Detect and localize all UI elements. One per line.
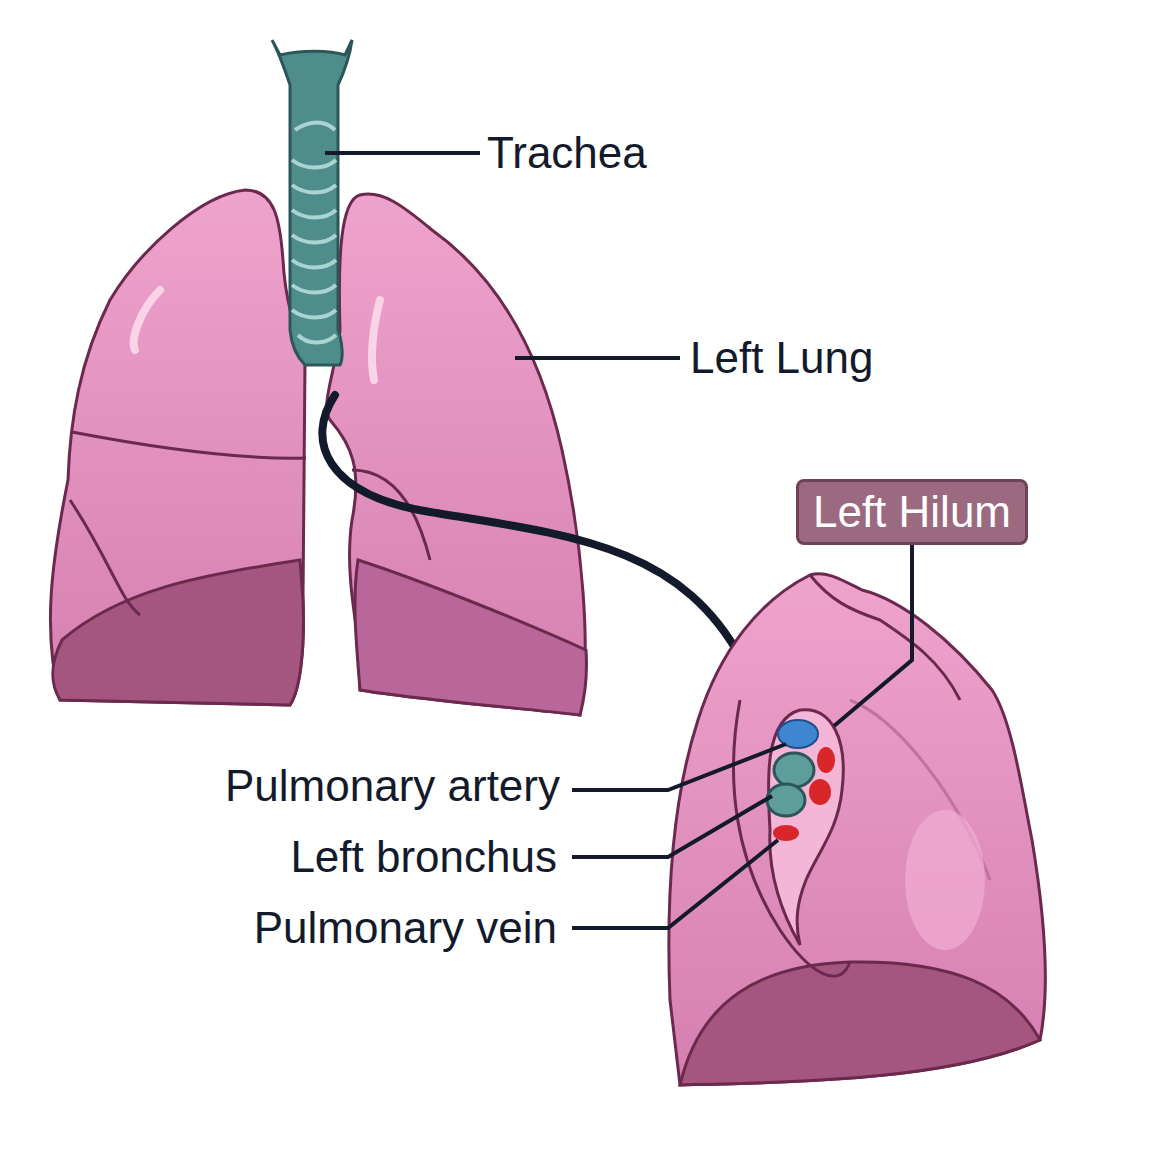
- zoom-arrow: [322, 395, 770, 702]
- right-lung: [50, 190, 306, 705]
- part-label: Pulmonary artery: [225, 762, 560, 810]
- tag-text: Left Hilum: [813, 488, 1011, 536]
- left-lung: [327, 194, 587, 715]
- zoomed-left-lung: [669, 574, 1046, 1085]
- trachea: [272, 40, 352, 365]
- part-label: Pulmonary vein: [254, 904, 557, 952]
- part-label: Left bronchus: [290, 833, 557, 881]
- hilum-tag: Left Hilum: [796, 479, 1028, 545]
- part-label: Left Lung: [690, 334, 874, 382]
- part-label: Trachea: [487, 129, 647, 177]
